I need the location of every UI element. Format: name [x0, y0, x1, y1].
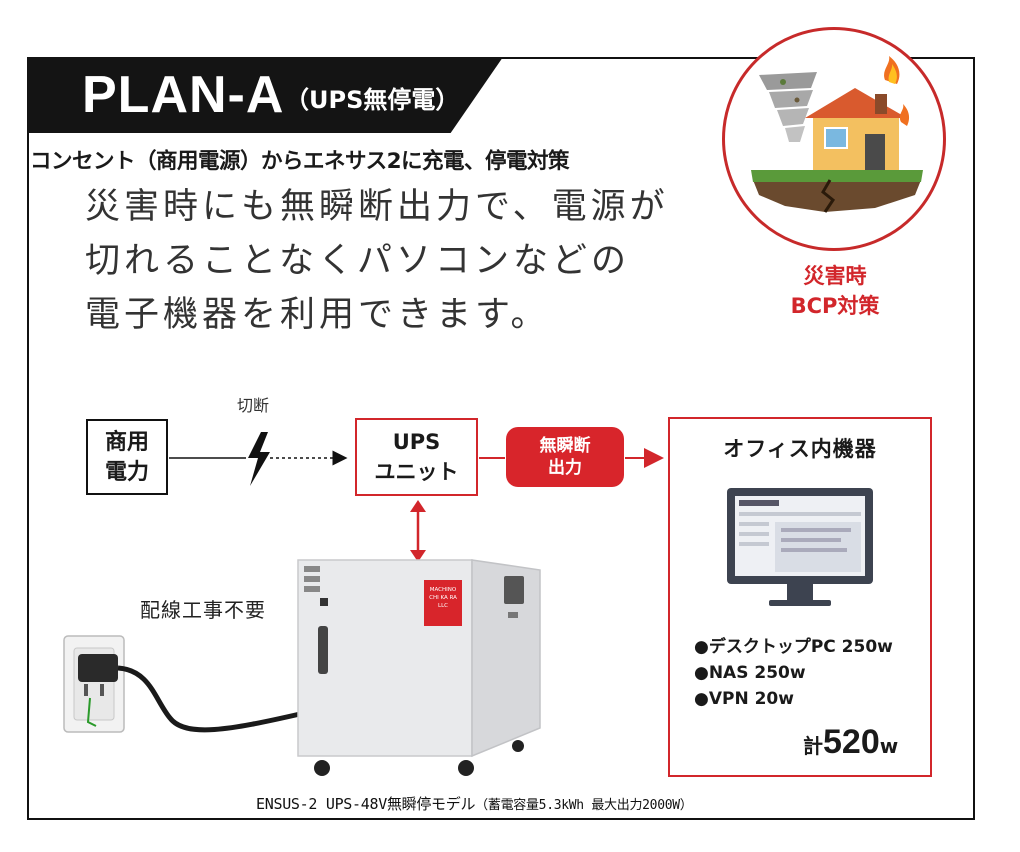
lightning-icon [248, 432, 270, 486]
ups-unit-box: UPS ユニット [355, 418, 478, 496]
disaster-label: 災害時 BCP対策 [760, 261, 910, 321]
total-value: 520 [823, 723, 880, 761]
device-list: ●デスクトップPC 250w ●NAS 250w ●VPN 20w [694, 634, 893, 712]
ups-battery-unit-illustration [297, 559, 541, 776]
plan-title: PLAN-A [82, 66, 285, 124]
ups-unit-line: ユニット [374, 460, 459, 484]
caption-detail: （蓄電容量5.3kWh 最大出力2000W） [475, 798, 693, 813]
disaster-label-line: 災害時 [803, 264, 867, 288]
office-equipment-box [668, 417, 932, 777]
no-wiring-label: 配線工事不要 [140, 598, 266, 622]
output-badge-line: 無瞬断 [539, 436, 591, 456]
plan-subtitle: （UPS無停電） [285, 86, 460, 114]
product-caption: ENSUS-2 UPS-48V無瞬停モデル（蓄電容量5.3kWh 最大出力200… [256, 793, 693, 814]
total-power: 計520w [803, 723, 898, 762]
unit-logo-line: LLC [438, 603, 448, 609]
total-unit: w [879, 734, 899, 758]
disaster-illustration [722, 27, 946, 251]
ups-unit-line: UPS [392, 430, 441, 454]
output-badge-line: 出力 [548, 458, 582, 478]
office-title: オフィス内機器 [723, 437, 877, 461]
uninterrupted-output-badge: 無瞬断 出力 [506, 427, 624, 487]
device-item: ●NAS 250w [694, 663, 806, 683]
total-prefix: 計 [803, 734, 823, 758]
description-line: 切れることなくパソコンなどの [85, 241, 630, 281]
unit-logo-line: MACHINO [429, 587, 457, 593]
commercial-power-line: 商用 [104, 430, 149, 455]
caption-main: ENSUS-2 UPS-48V無瞬停モデル [256, 795, 476, 813]
headline: コンセント（商用電源）からエネサス2に充電、停電対策 [30, 149, 570, 174]
unit-logo-line: CHI KA RA [429, 595, 457, 601]
description: 災害時にも無瞬断出力で、電源が 切れることなくパソコンなどの 電子機器を利用でき… [85, 180, 705, 342]
cut-label: 切断 [237, 396, 270, 415]
device-item: ●デスクトップPC 250w [694, 637, 893, 657]
disaster-label-line: BCP対策 [790, 294, 880, 318]
device-item: ●VPN 20w [694, 689, 794, 709]
description-line: 災害時にも無瞬断出力で、電源が [85, 187, 669, 227]
plan-header-bar [27, 57, 503, 133]
commercial-power-box: 商用 電力 [86, 419, 168, 495]
commercial-power-line: 電力 [104, 460, 149, 485]
description-line: 電子機器を利用できます。 [85, 295, 550, 335]
monitor-icon [727, 488, 873, 606]
unit-logo: MACHINO CHI KA RA LLC [424, 580, 462, 626]
wall-outlet-icon [63, 635, 301, 733]
house-disaster-icon [751, 56, 923, 213]
